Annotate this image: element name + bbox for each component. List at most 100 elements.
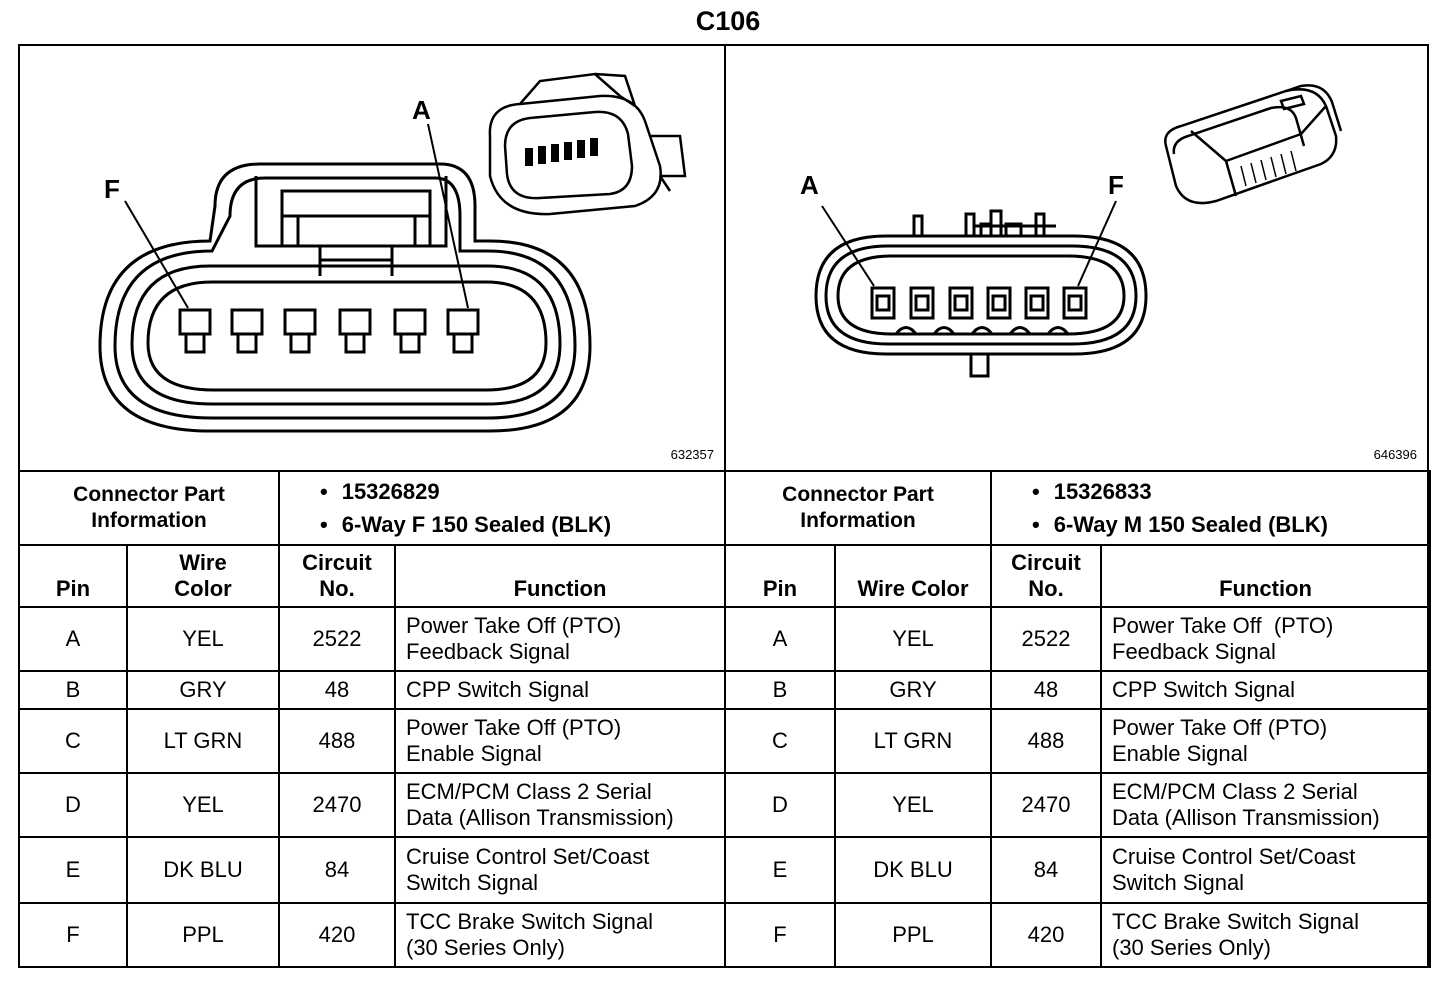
male-keying-bumps	[894, 326, 1070, 335]
circuit-cell: 84	[278, 836, 396, 904]
female-pin-cavities	[178, 308, 480, 354]
table-row: C LT GRN 488 Power Take Off (PTO)Enable …	[724, 708, 1431, 774]
header-pin: Pin	[724, 544, 836, 608]
callout-f: F	[1108, 170, 1124, 200]
circuit-cell: 488	[990, 708, 1102, 774]
pin-cell: D	[724, 772, 836, 838]
wire-color-cell: YEL	[126, 606, 280, 672]
male-connector-outer-shell	[814, 234, 1148, 356]
male-pin-terminals	[870, 286, 1088, 320]
connector-info-row: Connector Part Information •15326829 •6-…	[18, 470, 726, 546]
wire-color-cell: LT GRN	[126, 708, 280, 774]
leader-line-f	[1077, 200, 1117, 287]
table-row: F PPL 420 TCC Brake Switch Signal(30 Ser…	[18, 902, 726, 968]
circuit-cell: 84	[990, 836, 1102, 904]
female-connector-pinout-table: Connector Part Information •15326829 •6-…	[18, 470, 726, 968]
part-number: 15326829	[341, 479, 440, 504]
male-connector-3d-ribs	[1240, 150, 1297, 187]
table-row: B GRY 48 CPP Switch Signal	[18, 670, 726, 710]
function-cell: Power Take Off (PTO)Feedback Signal	[394, 606, 726, 672]
female-connector-outer-shell	[98, 162, 592, 433]
circuit-cell: 48	[990, 670, 1102, 710]
wire-color-cell: DK BLU	[834, 836, 992, 904]
circuit-cell: 2470	[990, 772, 1102, 838]
circuit-cell: 420	[990, 902, 1102, 968]
table-row: C LT GRN 488 Power Take Off (PTO)Enable …	[18, 708, 726, 774]
leader-line-f	[124, 200, 189, 309]
connector-part-info-values: •15326829 •6-Way F 150 Sealed (BLK)	[278, 470, 726, 546]
function-cell: CPP Switch Signal	[394, 670, 726, 710]
wire-color-cell: GRY	[834, 670, 992, 710]
callout-a: A	[800, 170, 819, 200]
pin-cell: A	[18, 606, 128, 672]
header-pin: Pin	[18, 544, 128, 608]
connector-part-info-label: Connector Part Information	[724, 470, 992, 546]
male-connector-panel: A F 646396	[726, 46, 1427, 470]
wire-color-cell: PPL	[126, 902, 280, 968]
circuit-cell: 420	[278, 902, 396, 968]
callout-f: F	[104, 174, 120, 204]
figure-number: 632357	[670, 447, 714, 462]
pin-cell: C	[724, 708, 836, 774]
female-connector-3d-pins	[525, 138, 598, 166]
table-row: A YEL 2522 Power Take Off (PTO)Feedback …	[724, 606, 1431, 672]
diagram-title: C106	[695, 6, 761, 36]
pin-cell: B	[724, 670, 836, 710]
callout-a: A	[412, 95, 431, 125]
female-connector-drawing: F A	[98, 72, 687, 433]
header-wire-color: Wire Color	[834, 544, 992, 608]
function-cell: Power Take Off (PTO)Enable Signal	[1100, 708, 1431, 774]
connector-part-info-label: Connector Part Information	[18, 470, 280, 546]
wire-color-cell: PPL	[834, 902, 992, 968]
table-row: B GRY 48 CPP Switch Signal	[724, 670, 1431, 710]
function-cell: Power Take Off (PTO)Enable Signal	[394, 708, 726, 774]
pin-cell: E	[724, 836, 836, 904]
connector-part-info-values: •15326833 •6-Way M 150 Sealed (BLK)	[990, 470, 1431, 546]
function-cell: TCC Brake Switch Signal(30 Series Only)	[1100, 902, 1431, 968]
pin-cell: E	[18, 836, 128, 904]
header-function: Function	[394, 544, 726, 608]
wire-color-cell: GRY	[126, 670, 280, 710]
part-number: 15326833	[1053, 479, 1152, 504]
female-connector-panel: F A 632357	[20, 46, 726, 470]
table-row: F PPL 420 TCC Brake Switch Signal(30 Ser…	[724, 902, 1431, 968]
male-connector-top-tabs	[912, 209, 1046, 236]
male-connector-bottom-tab	[969, 354, 990, 378]
function-cell: TCC Brake Switch Signal(30 Series Only)	[394, 902, 726, 968]
male-connector-drawing: A F	[800, 84, 1343, 378]
wire-color-cell: YEL	[834, 772, 992, 838]
part-description: 6-Way M 150 Sealed (BLK)	[1053, 512, 1328, 537]
pin-cell: A	[724, 606, 836, 672]
male-connector-3d-view	[1164, 84, 1343, 205]
wire-color-cell: YEL	[834, 606, 992, 672]
circuit-cell: 2522	[990, 606, 1102, 672]
figure-number: 646396	[1373, 447, 1417, 462]
connector-info-row: Connector Part Information •15326833 •6-…	[724, 470, 1431, 546]
pin-cell: F	[18, 902, 128, 968]
wire-color-cell: DK BLU	[126, 836, 280, 904]
pin-cell: C	[18, 708, 128, 774]
wire-color-cell: YEL	[126, 772, 280, 838]
table-row: A YEL 2522 Power Take Off (PTO)Feedback …	[18, 606, 726, 672]
wire-color-cell: LT GRN	[834, 708, 992, 774]
leader-line-a	[427, 123, 469, 309]
female-connector-latch	[254, 176, 448, 248]
male-connector-pinout-table: Connector Part Information •15326833 •6-…	[724, 470, 1431, 968]
header-function: Function	[1100, 544, 1431, 608]
function-cell: Power Take Off (PTO)Feedback Signal	[1100, 606, 1431, 672]
circuit-cell: 2522	[278, 606, 396, 672]
pin-cell: F	[724, 902, 836, 968]
circuit-cell: 2470	[278, 772, 396, 838]
